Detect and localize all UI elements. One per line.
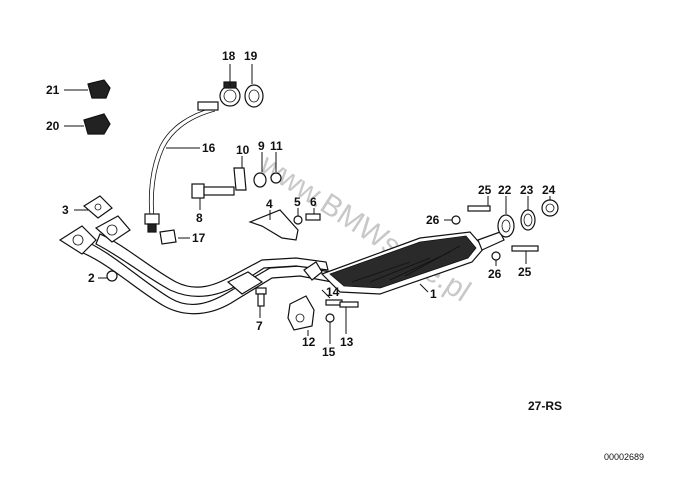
bolt-6 [305,213,321,221]
callout-1: 1 [430,287,437,301]
bolt-8 [191,183,235,199]
bracket-part [83,113,111,135]
oxygen-sensor-cable [144,101,219,233]
clamp-part [159,229,177,245]
gasket-22 [497,214,515,238]
callout-20: 20 [46,119,60,133]
nut-26-lower [491,251,501,261]
nut-15 [325,313,335,323]
rubber-ring-19 [244,84,264,108]
callout-4: 4 [266,197,273,211]
nut-26-upper [451,215,461,225]
callout-labels: 1 2 3 4 5 6 7 8 9 10 11 12 13 14 15 16 1… [46,49,556,359]
callout-14: 14 [326,285,340,299]
nut-5 [293,215,303,225]
clamp-24 [541,199,559,217]
callout-6: 6 [310,195,317,209]
callout-16: 16 [202,141,216,155]
callout-22: 22 [498,183,512,197]
callout-23: 23 [520,183,534,197]
callout-5: 5 [294,195,301,209]
callout-10: 10 [236,143,250,157]
bolt-7 [255,287,267,307]
callout-18: 18 [222,49,236,63]
callout-17: 17 [192,231,206,245]
callout-25-upper: 25 [478,183,492,197]
callout-19: 19 [244,49,258,63]
ring-23 [520,209,536,231]
callout-11: 11 [270,139,283,153]
exhaust-pipe-assembly [58,215,505,315]
nut-11 [270,172,282,184]
callout-15: 15 [322,345,336,359]
callout-12: 12 [302,335,316,349]
heat-shield-4 [248,209,299,241]
callout-21: 21 [46,83,60,97]
bolt-25-lower [511,245,539,252]
gasket-part [82,195,113,219]
clip-part [87,79,111,99]
callout-26-upper: 26 [426,213,440,227]
leader-lines [64,64,551,344]
reference-code: 27-RS [528,399,562,413]
callout-24: 24 [542,183,556,197]
callout-9: 9 [258,139,265,153]
callout-13: 13 [340,335,354,349]
nut-part [106,270,118,282]
callout-8: 8 [196,211,203,225]
callout-3: 3 [62,203,69,217]
callout-26-lower: 26 [488,267,502,281]
bolt-13 [339,301,359,308]
bolt-25-upper [467,205,491,212]
bracket-10 [233,167,247,191]
callout-2: 2 [88,271,95,285]
document-number: 00002689 [604,452,644,462]
washer-9 [253,172,267,188]
hanger-12 [287,295,315,331]
callout-25-lower: 25 [518,265,532,279]
callout-7: 7 [256,319,263,333]
